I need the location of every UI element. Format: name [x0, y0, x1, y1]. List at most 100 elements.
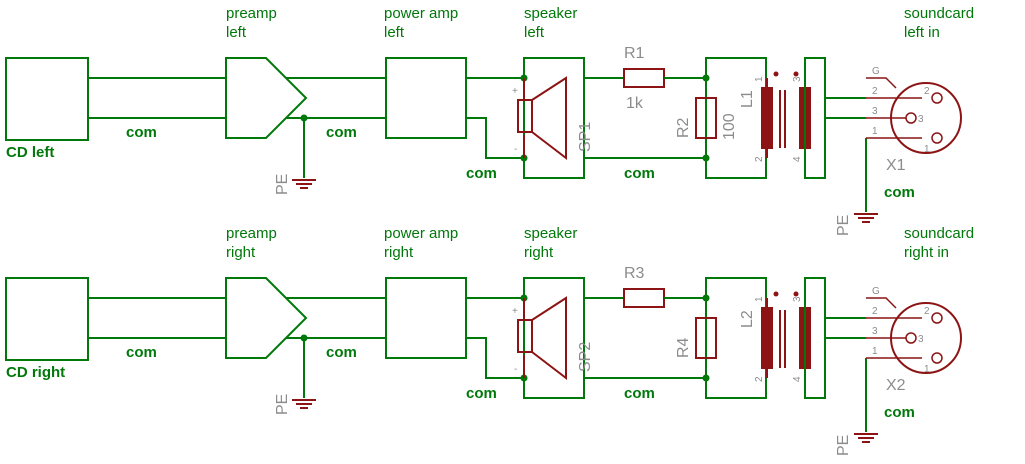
speaker-label: speaker: [524, 5, 577, 22]
speaker-ref: SP1: [577, 122, 594, 152]
transformer-icon: [793, 71, 799, 77]
junction-dot: [702, 154, 710, 162]
transformer-pin: 4: [792, 376, 803, 382]
jack-contact: 2: [924, 86, 930, 97]
connector-ref: X1: [886, 157, 906, 174]
ground-label: PE: [835, 215, 852, 236]
jack-contact: 1: [924, 364, 930, 375]
com-label: com: [126, 344, 157, 361]
com-label: com: [624, 385, 655, 402]
xlr-jack-icon: [866, 297, 897, 309]
soundcard-label: left in: [904, 24, 940, 41]
power-amp-label: left: [384, 24, 405, 41]
transformer-icon: [761, 87, 773, 149]
power-amp-label: power amp: [384, 225, 458, 242]
resistor-r-series: [623, 68, 665, 88]
preamp-label: preamp: [226, 225, 277, 242]
jack-contact: 3: [918, 334, 924, 345]
transformer-pin: 1: [754, 76, 765, 82]
channel-left: CD left com preamp left com PE power amp…: [5, 5, 974, 236]
jack-contact: 2: [924, 306, 930, 317]
com-label: com: [884, 404, 915, 421]
resistor-ref: R2: [675, 117, 692, 138]
junction-dot: [702, 294, 710, 302]
soundcard-label: right in: [904, 244, 949, 261]
transformer-pin: 3: [792, 296, 803, 302]
junction-dot: [702, 374, 710, 382]
com-label: com: [466, 165, 497, 182]
power-amp-block: [385, 57, 467, 139]
preamp-label: right: [226, 244, 256, 261]
xlr-jack-icon: [931, 92, 943, 104]
speaker-minus-pin: -: [514, 364, 517, 375]
transformer-icon: [773, 291, 779, 297]
jack-pin: 1: [872, 126, 878, 137]
jack-contact: 3: [918, 114, 924, 125]
transformer-pin: 3: [792, 76, 803, 82]
resistor-r-shunt: [695, 97, 717, 139]
cd-source-label: CD right: [6, 364, 65, 381]
power-amp-label: power amp: [384, 5, 458, 22]
cd-source-label: CD left: [6, 144, 54, 161]
jack-pin: G: [872, 66, 880, 77]
xlr-jack-icon: [931, 352, 943, 364]
com-label: com: [624, 165, 655, 182]
xlr-jack-icon: [931, 312, 943, 324]
speaker-minus-pin: -: [514, 144, 517, 155]
speaker-ref: SP2: [577, 342, 594, 372]
resistor-value: 100: [721, 113, 738, 140]
transformer-pin: 4: [792, 156, 803, 162]
wire: [466, 117, 524, 159]
ground-label: PE: [274, 174, 291, 195]
com-label: com: [466, 385, 497, 402]
xlr-jack-icon: [866, 77, 962, 154]
xlr-jack-icon: [866, 77, 897, 89]
resistor-r-series: [623, 288, 665, 308]
transformer-pin: 2: [754, 376, 765, 382]
com-label: com: [884, 184, 915, 201]
speaker-plus-pin: +: [512, 306, 518, 317]
transformer-icon: [761, 307, 773, 369]
speaker-label: speaker: [524, 225, 577, 242]
speaker-icon: [531, 296, 567, 381]
jack-pin: 1: [872, 346, 878, 357]
transformer-ref: L2: [739, 310, 756, 328]
speaker-icon: [517, 99, 533, 133]
cd-source-block: [5, 57, 89, 141]
ground-label: PE: [274, 394, 291, 415]
speaker-icon: [517, 76, 567, 161]
com-label: com: [326, 124, 357, 141]
connector-ref: X2: [886, 377, 906, 394]
transformer-icon: [761, 71, 811, 158]
jack-contact: 1: [924, 144, 930, 155]
transformer-ref: L1: [739, 90, 756, 108]
channel-right: CD right com preamp right com PE power a…: [5, 225, 974, 456]
junction-dot: [702, 74, 710, 82]
transformer-icon: [761, 291, 811, 378]
transformer-pin: 2: [754, 156, 765, 162]
power-amp-label: right: [384, 244, 414, 261]
jack-pin: G: [872, 286, 880, 297]
speaker-label: right: [524, 244, 554, 261]
xlr-jack-icon: [905, 112, 917, 124]
com-label: com: [126, 124, 157, 141]
xlr-jack-icon: [866, 297, 962, 374]
jack-pin: 3: [872, 106, 878, 117]
speaker-block: [523, 57, 585, 179]
transformer-icon: [793, 291, 799, 297]
speaker-icon: [531, 76, 567, 161]
speaker-plus-pin: +: [512, 86, 518, 97]
preamp-block: [225, 57, 308, 139]
ground-label: PE: [835, 435, 852, 456]
preamp-label: preamp: [226, 5, 277, 22]
resistor-value: 1k: [626, 95, 644, 112]
speaker-icon: [517, 296, 567, 381]
jack-pin: 2: [872, 86, 878, 97]
com-label: com: [326, 344, 357, 361]
power-amp-block: [385, 277, 467, 359]
wire: [466, 337, 524, 379]
transformer-pin: 1: [754, 296, 765, 302]
resistor-ref: R3: [624, 265, 645, 282]
speaker-icon: [517, 319, 533, 353]
transformer-icon: [773, 71, 779, 77]
